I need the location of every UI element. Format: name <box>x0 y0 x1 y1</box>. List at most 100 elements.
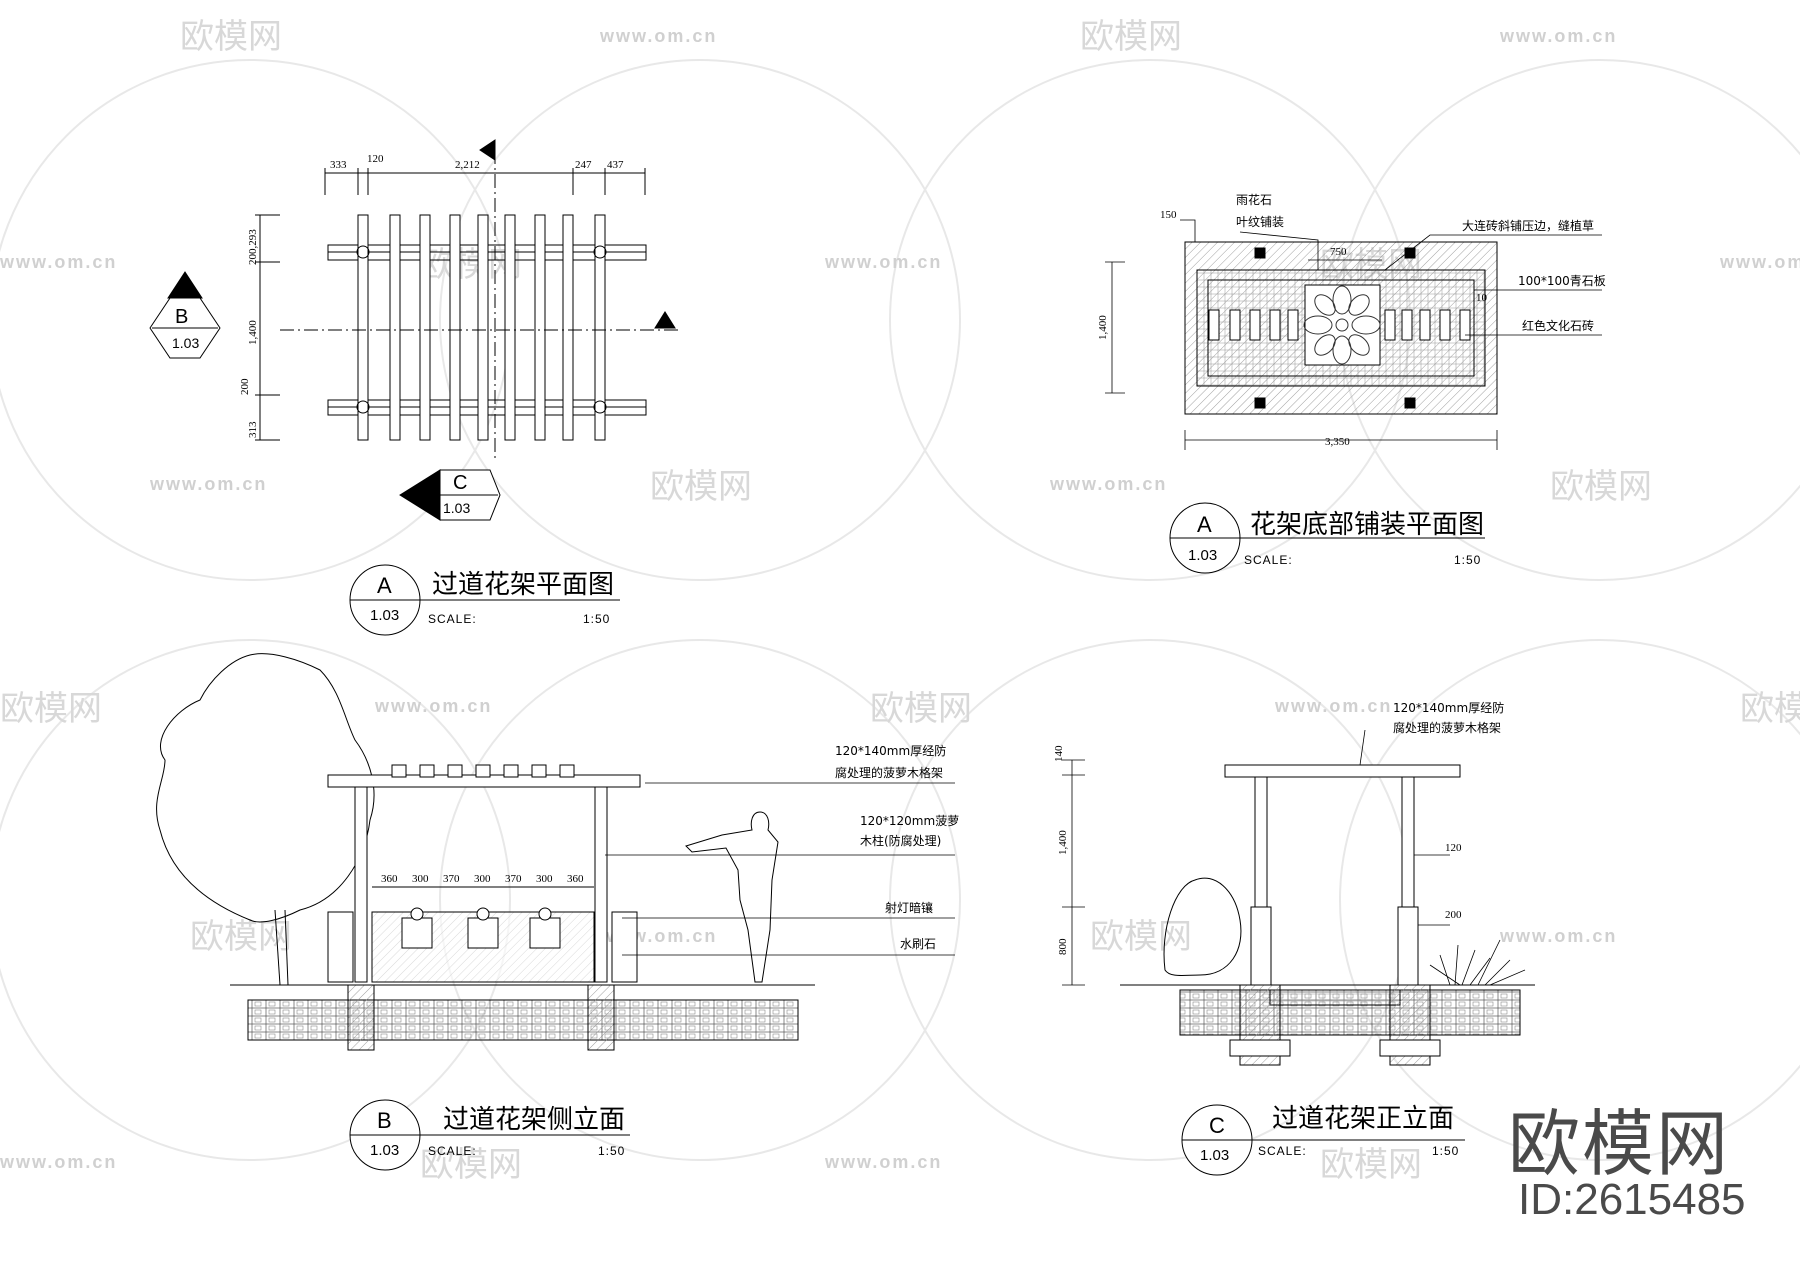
watermark-brand: 欧模网 <box>1090 917 1192 957</box>
plan2-title: 花架底部铺装平面图 <box>1250 510 1484 540</box>
title-ref: C <box>1209 1113 1225 1138</box>
watermark-url: www.om.cn <box>1049 474 1167 494</box>
watermark-url: www.om.cn <box>374 696 492 716</box>
plan1-title: 过道花架平面图 <box>432 570 614 600</box>
watermark-brand: 欧模网 <box>1550 467 1652 507</box>
scale-label: SCALE: <box>1244 553 1293 567</box>
scale-label: SCALE: <box>428 1144 477 1158</box>
scale-value: 1:50 <box>598 1144 625 1158</box>
paving-plan-labels: 150 750 1,400 3,350 10 雨花石 叶纹铺装 大连砖斜铺压边，… <box>1097 192 1606 448</box>
dim-label: 360 <box>381 873 398 885</box>
plan1-title-block: A 1.03 过道花架平面图 SCALE: 1:50 <box>349 564 620 636</box>
dim-label: 200,293 <box>247 229 259 265</box>
scale-label: SCALE: <box>428 612 477 626</box>
scale-value: 1:50 <box>1432 1144 1459 1158</box>
watermark-url: www.om.cn <box>149 474 267 494</box>
watermark-url: www.om.cn <box>824 252 942 272</box>
scale-label: SCALE: <box>1258 1144 1307 1158</box>
scale-value: 1:50 <box>583 612 610 626</box>
front-title: 过道花架正立面 <box>1272 1104 1454 1134</box>
title-sheet: 1.03 <box>370 1142 399 1159</box>
scale-value: 1:50 <box>1454 553 1481 567</box>
dim-label: 1,400 <box>247 320 259 345</box>
leaf-ornament <box>1303 285 1381 365</box>
tree-canopy <box>156 653 375 923</box>
dim-label: 800 <box>1057 938 1069 955</box>
side-note: 120*120mm菠萝 <box>860 814 959 828</box>
dim-label: 3,350 <box>1325 436 1350 448</box>
side-note: 木柱(防腐处理) <box>860 833 941 848</box>
side-elevation <box>156 653 955 1051</box>
paving-plan <box>1105 219 1602 450</box>
dim-label: 300 <box>474 873 491 885</box>
dim-label: 300 <box>412 873 429 885</box>
dim-label: 200 <box>239 378 251 395</box>
watermark-brand: 欧模网 <box>1080 17 1182 57</box>
human-figure <box>685 811 779 983</box>
brand-logo: 欧模网 <box>1508 1102 1731 1186</box>
watermark-url: www.om.cn <box>824 1152 942 1172</box>
dim-label: 247 <box>575 159 592 171</box>
paving-note: 100*100青石板 <box>1518 274 1606 288</box>
side-title-block: B 1.03 过道花架侧立面 SCALE: 1:50 <box>349 1099 630 1171</box>
section-c-sheet: 1.03 <box>443 500 470 516</box>
plan-view-dimensions: 333 120 2,212 247 437 200,293 1,400 200 … <box>172 153 624 516</box>
dim-label: 120 <box>1445 842 1462 854</box>
watermark-brand: 欧模网 <box>180 17 282 57</box>
title-ref: B <box>377 1108 392 1133</box>
dim-label: 1,400 <box>1057 830 1069 855</box>
watermark-brand: 欧模网 <box>870 689 972 729</box>
watermark-brand: 欧模网 <box>1740 689 1800 729</box>
section-flag <box>479 139 496 161</box>
watermark-url: www.om.cn <box>0 1152 117 1172</box>
title-sheet: 1.03 <box>1200 1147 1229 1164</box>
plan-view-pergola <box>149 139 680 521</box>
dim-label: 360 <box>567 873 584 885</box>
watermark-brand: 欧模网 <box>1320 1145 1422 1185</box>
shrub-left <box>1163 877 1242 977</box>
watermark-brand: 欧模网 <box>0 689 102 729</box>
watermark-url: www.om.cn <box>0 252 117 272</box>
rafters <box>357 214 606 441</box>
section-c-label: C <box>453 472 467 494</box>
title-sheet: 1.03 <box>370 607 399 624</box>
dim-label: 10 <box>1476 292 1488 304</box>
side-elevation-labels: 360 300 370 300 370 300 360 120*140mm厚经防… <box>381 743 959 951</box>
dim-label: 140 <box>1053 745 1065 762</box>
title-sheet: 1.03 <box>1188 547 1217 564</box>
watermark-url: www.om.cn <box>1719 252 1800 272</box>
watermark-brand: 欧模网 <box>190 917 292 957</box>
stone-slabs <box>1208 309 1471 341</box>
front-note: 腐处理的菠萝木格架 <box>1393 720 1501 735</box>
front-elevation-labels: 140 1,400 800 120 200 120*140mm厚经防 腐处理的菠… <box>1053 700 1504 955</box>
section-b-label: B <box>175 306 188 328</box>
title-ref: A <box>377 573 392 598</box>
dim-label: 200 <box>1445 909 1462 921</box>
section-arrow <box>654 311 676 329</box>
watermark-url: www.om.cn <box>1499 26 1617 46</box>
dim-label: 313 <box>247 421 259 438</box>
side-note: 腐处理的菠萝木格架 <box>835 765 943 780</box>
dim-label: 120 <box>367 153 384 165</box>
dim-label: 333 <box>330 159 347 171</box>
watermark-url: www.om.cn <box>1499 926 1617 946</box>
grass-clump <box>1429 939 1526 986</box>
front-elevation <box>1062 729 1535 1066</box>
watermark-url: www.om.cn <box>1274 696 1392 716</box>
dim-label: 370 <box>443 873 460 885</box>
paving-note: 雨花石 <box>1236 192 1272 207</box>
dim-label: 2,212 <box>455 159 480 171</box>
watermark-arcs <box>0 59 1800 1161</box>
watermark-brand: 欧模网 <box>420 1145 522 1185</box>
watermark-url: www.om.cn <box>599 26 717 46</box>
dim-label: 750 <box>1330 246 1347 258</box>
paving-note: 红色文化石砖 <box>1522 318 1594 333</box>
plan2-title-block: A 1.03 花架底部铺装平面图 SCALE: 1:50 <box>1169 502 1485 574</box>
dim-label: 370 <box>505 873 522 885</box>
rafter-ends <box>391 764 575 778</box>
model-id: ID:2615485 <box>1518 1175 1746 1224</box>
section-b-sheet: 1.03 <box>172 335 199 351</box>
side-note: 120*140mm厚经防 <box>835 743 946 758</box>
dim-label: 150 <box>1160 209 1177 221</box>
